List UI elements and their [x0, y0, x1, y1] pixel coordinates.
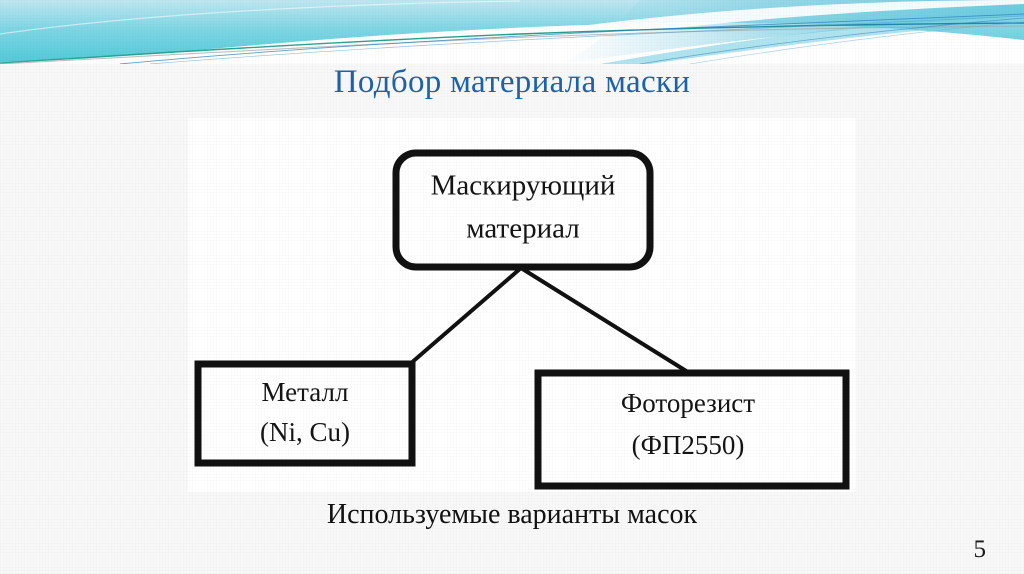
header-grey-hairline — [0, 25, 1024, 64]
node-root-line-2: материал — [466, 213, 579, 245]
connector-root-to-photoresist — [519, 266, 693, 376]
connector-root-to-metal — [408, 266, 523, 366]
node-photoresist-line-2: (ФП2550) — [632, 430, 745, 460]
waveform-header-graphic — [0, 0, 1024, 64]
node-photoresist-shape — [534, 369, 850, 490]
diagram-image-container: Маскирующий материал Металл (Ni, Cu) Фот… — [188, 118, 856, 492]
header-blue-hairline-3 — [639, 17, 1024, 64]
header-cyan-ribbon — [600, 12, 1024, 64]
header-white-swoosh — [420, 0, 1024, 64]
header-teal-hairline — [0, 22, 1024, 64]
header-blue-hairline-2 — [149, 15, 1024, 64]
page-title: Подбор материала маски — [333, 64, 691, 100]
node-photoresist-line-1: Фоторезист — [621, 388, 755, 418]
header-blue-hairline-4 — [689, 21, 1024, 64]
node-metal-line-2: (Ni, Cu) — [260, 417, 350, 447]
slide-number: 5 — [973, 536, 987, 563]
node-metal-shape — [194, 360, 416, 467]
header-decoration-svg — [0, 0, 1024, 64]
diagram-caption: Используемые варианты масок — [326, 499, 698, 530]
mask-material-tree-svg: Маскирующий материал Металл (Ni, Cu) Фот… — [188, 118, 856, 492]
node-root-line-1: Маскирующий — [431, 170, 616, 202]
header-blue-hairline-1 — [119, 13, 1024, 64]
node-root-shape — [392, 149, 654, 271]
node-metal-line-1: Металл — [262, 377, 349, 407]
header-white-arc-left — [0, 0, 521, 35]
